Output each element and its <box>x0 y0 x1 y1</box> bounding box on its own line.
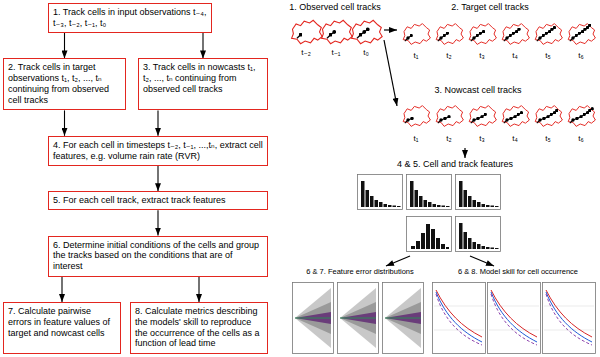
time-label: t₄ <box>512 52 518 61</box>
time-label: t₅ <box>545 135 550 144</box>
panel-heading: 1. Observed cell tracks <box>289 3 381 13</box>
time-label: t₄ <box>512 135 518 144</box>
observed-cells <box>292 20 383 43</box>
flow-arrow <box>157 110 158 135</box>
process-box: 8. Calculate metrics describing the mode… <box>130 302 268 354</box>
process-box: 3. Track cells in nowcasts t₁, t₂, ..., … <box>138 58 268 110</box>
process-box: 1. Track cells in input observations t₋₄… <box>48 3 212 33</box>
error-distribution-charts <box>293 283 424 354</box>
step-text: 5. For each cell track, extract track fe… <box>53 195 263 206</box>
flow-arrow <box>64 33 65 58</box>
flow-arrow <box>157 210 158 235</box>
feature-histograms <box>358 175 501 252</box>
flow-arrow <box>198 277 199 302</box>
time-label: t₆ <box>578 135 583 144</box>
time-label: t₃ <box>479 135 484 144</box>
step-text: 4. For each cell in timesteps t₋₂, t₋₁, … <box>53 140 263 162</box>
flow-arrow <box>157 166 158 191</box>
flow-arrow <box>61 277 62 302</box>
process-box: 6. Determine initial conditions of the c… <box>48 236 268 277</box>
time-label: t₃ <box>479 52 484 61</box>
time-label: t₋₁ <box>331 49 340 58</box>
panel-heading: 6 & 7. Feature error distributions <box>306 268 414 276</box>
process-box: 2. Track cells in target observations t₁… <box>3 58 126 110</box>
time-label: t₁ <box>414 52 419 61</box>
time-label: t₆ <box>578 52 583 61</box>
panel-heading: 3. Nowcast cell tracks <box>434 86 521 96</box>
time-label: t₁ <box>414 135 419 144</box>
panel-heading: 2. Target cell tracks <box>451 3 528 13</box>
flow-arrow <box>64 110 65 135</box>
step-text: 6. Determine initial conditions of the c… <box>53 240 263 272</box>
time-label: t₀ <box>363 49 369 58</box>
process-box: 5. For each cell track, extract track fe… <box>48 191 268 210</box>
step-text: 7. Calculate pairwise errors in feature … <box>8 306 116 338</box>
flow-arrow <box>202 33 203 58</box>
skill-charts <box>433 283 596 354</box>
step-text: 8. Calculate metrics describing the mode… <box>135 306 263 349</box>
process-box: 7. Calculate pairwise errors in feature … <box>3 302 121 354</box>
step-text: 1. Track cells in input observations t₋₄… <box>53 7 207 29</box>
step-text: 3. Track cells in nowcasts t₁, t₂, ..., … <box>143 62 263 94</box>
time-label: t₅ <box>545 52 550 61</box>
time-label: t₂ <box>446 135 451 144</box>
process-box: 4. For each cell in timesteps t₋₂, t₋₁, … <box>48 136 268 166</box>
time-label: t₂ <box>446 52 451 61</box>
panel-heading: 4 & 5. Cell and track features <box>397 160 513 170</box>
time-label: t₋₂ <box>301 49 311 58</box>
step-text: 2. Track cells in target observations t₁… <box>8 62 121 105</box>
target-cells <box>403 24 595 45</box>
nowcast-cells <box>403 106 595 127</box>
panel-heading: 6 & 8. Model skill for cell occurrence <box>458 268 578 276</box>
